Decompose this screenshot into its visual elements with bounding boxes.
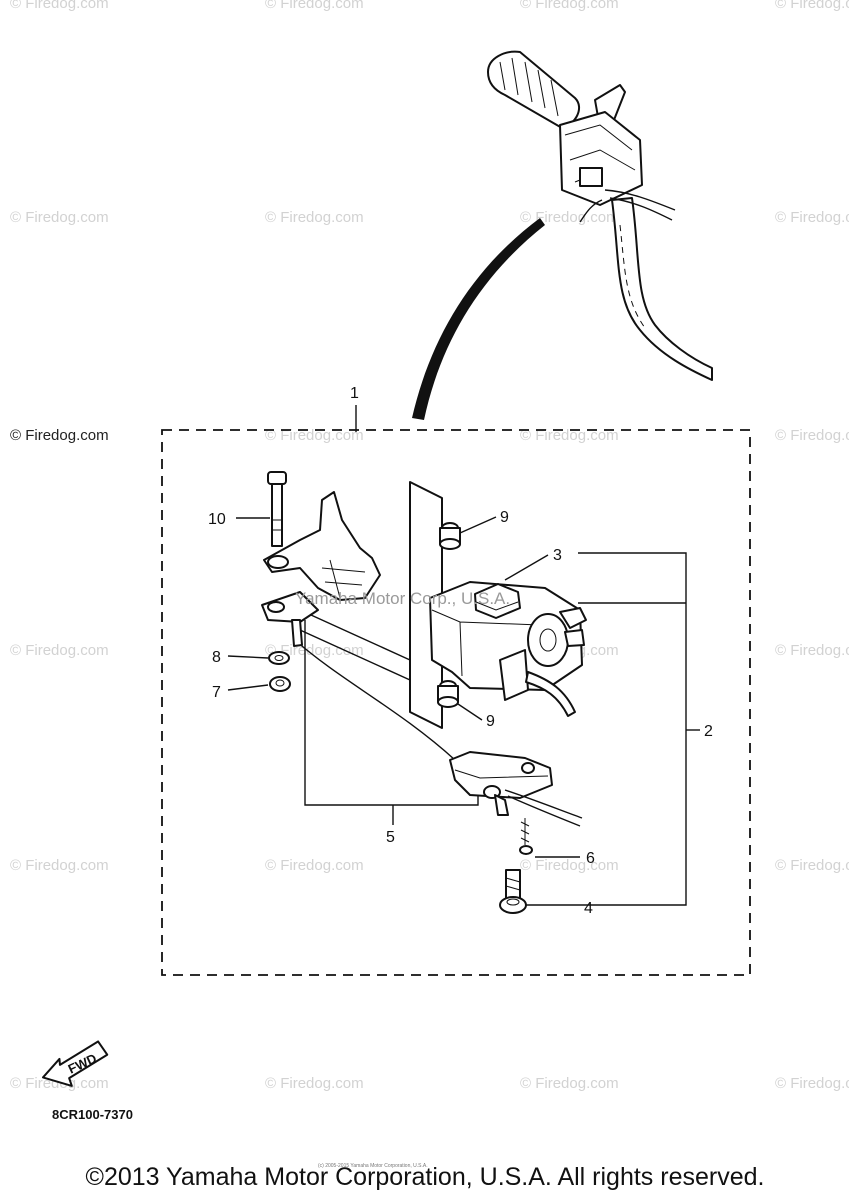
callout-7: 7 [212,684,221,701]
washer-8 [268,651,290,665]
callout-8: 8 [212,649,221,666]
watermark-text: © Firedog.com [265,0,364,12]
callout-9-top: 9 [500,509,509,526]
watermark-text: © Firedog.com [520,1075,619,1092]
switch-unit [429,581,587,717]
watermark-text: © Firedog.com [10,0,109,12]
watermark-text: © Firedog.com [775,1075,849,1092]
callout-1: 1 [350,385,359,402]
watermark-text: © Firedog.com [10,857,109,874]
callout-9-bottom: 9 [486,713,495,730]
diagram-code: 8CR100-7370 [52,1107,133,1122]
watermark-text: © Firedog.com [775,0,849,12]
callout-10: 10 [208,511,226,528]
assembly-boundary [161,429,751,976]
watermark-text: © Firedog.com [520,0,619,12]
callout-3: 3 [553,547,562,564]
inline-watermark: Yamaha Motor Corp., U.S.A. [295,589,510,608]
cable [412,218,545,420]
watermark-text: © Firedog.com [775,642,849,659]
grommet-9-top [439,522,461,550]
callout-6: 6 [586,850,595,867]
callout-4: 4 [584,900,593,917]
watermark-text: © Firedog.com [775,209,849,226]
watermark-text: © Firedog.com [10,209,109,226]
watermark-text: © Firedog.com [265,857,364,874]
watermark-text: © Firedog.com [265,427,364,444]
grommet-9-bottom [437,680,459,708]
watermark-text: © Firedog.com [520,427,619,444]
fwd-label: FWD [66,1051,99,1077]
watermark-text: © Firedog.com [520,209,619,226]
bolt-4 [499,869,527,914]
callout-5: 5 [386,829,395,846]
copyright-notice: ©2013 Yamaha Motor Corporation, U.S.A. A… [86,1163,765,1191]
watermark-text: © Firedog.com [520,857,619,874]
watermark-text: © Firedog.com [775,427,849,444]
handlebar-illustration [487,50,713,381]
watermark-text: © Firedog.com [265,209,364,226]
callout-2: 2 [704,723,713,740]
watermark-text: © Firedog.com [10,1075,109,1092]
watermark-text: © Firedog.com [10,642,109,659]
watermark-text: © Firedog.com [265,642,364,659]
throttle-lever-bracket [261,491,381,647]
lever-switch [449,751,583,827]
mounting-plate [409,481,443,729]
firedog-label: © Firedog.com [10,427,109,444]
tiny-copyright: (c) 2005-2015 Yamaha Motor Corporation, … [318,1163,428,1169]
watermark-text: © Firedog.com [775,857,849,874]
screw-6 [519,818,533,855]
nut-7 [269,676,291,692]
bolt-10 [267,471,287,547]
watermark-text: © Firedog.com [265,1075,364,1092]
